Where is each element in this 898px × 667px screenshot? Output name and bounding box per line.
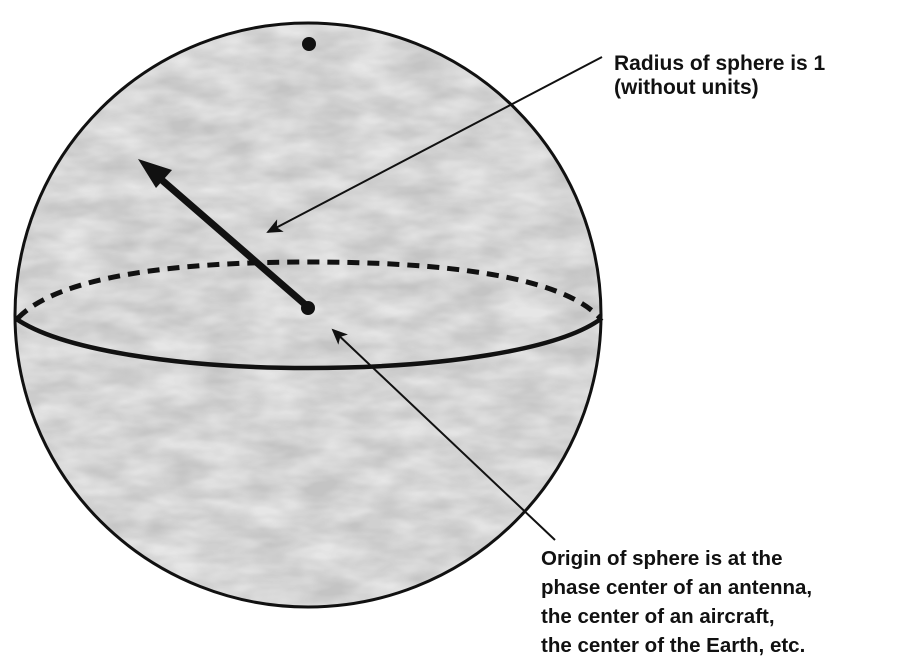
origin-label-line: Origin of sphere is at the [541,547,783,570]
radius-label: Radius of sphere is 1 (without units) [614,52,825,100]
equator-front [13,316,604,371]
origin-label-line: the center of an aircraft, [541,605,775,628]
radius-label-line: (without units) [614,76,759,99]
north-pole-dot [302,37,316,51]
radius-vector-arrowhead [138,159,172,188]
origin-label-line: phase center of an antenna, [541,576,813,599]
radius-vector-arrow [145,165,311,310]
origin-label-line: the center of the Earth, etc. [541,634,806,657]
origin-label: Origin of sphere is at the phase center … [541,544,812,660]
radius-pointer-line [266,56,603,233]
origin-dot [301,301,315,315]
radius-label-line: Radius of sphere is 1 [614,52,826,75]
origin-pointer-line [331,328,556,541]
equator-back-dashed [16,259,602,320]
